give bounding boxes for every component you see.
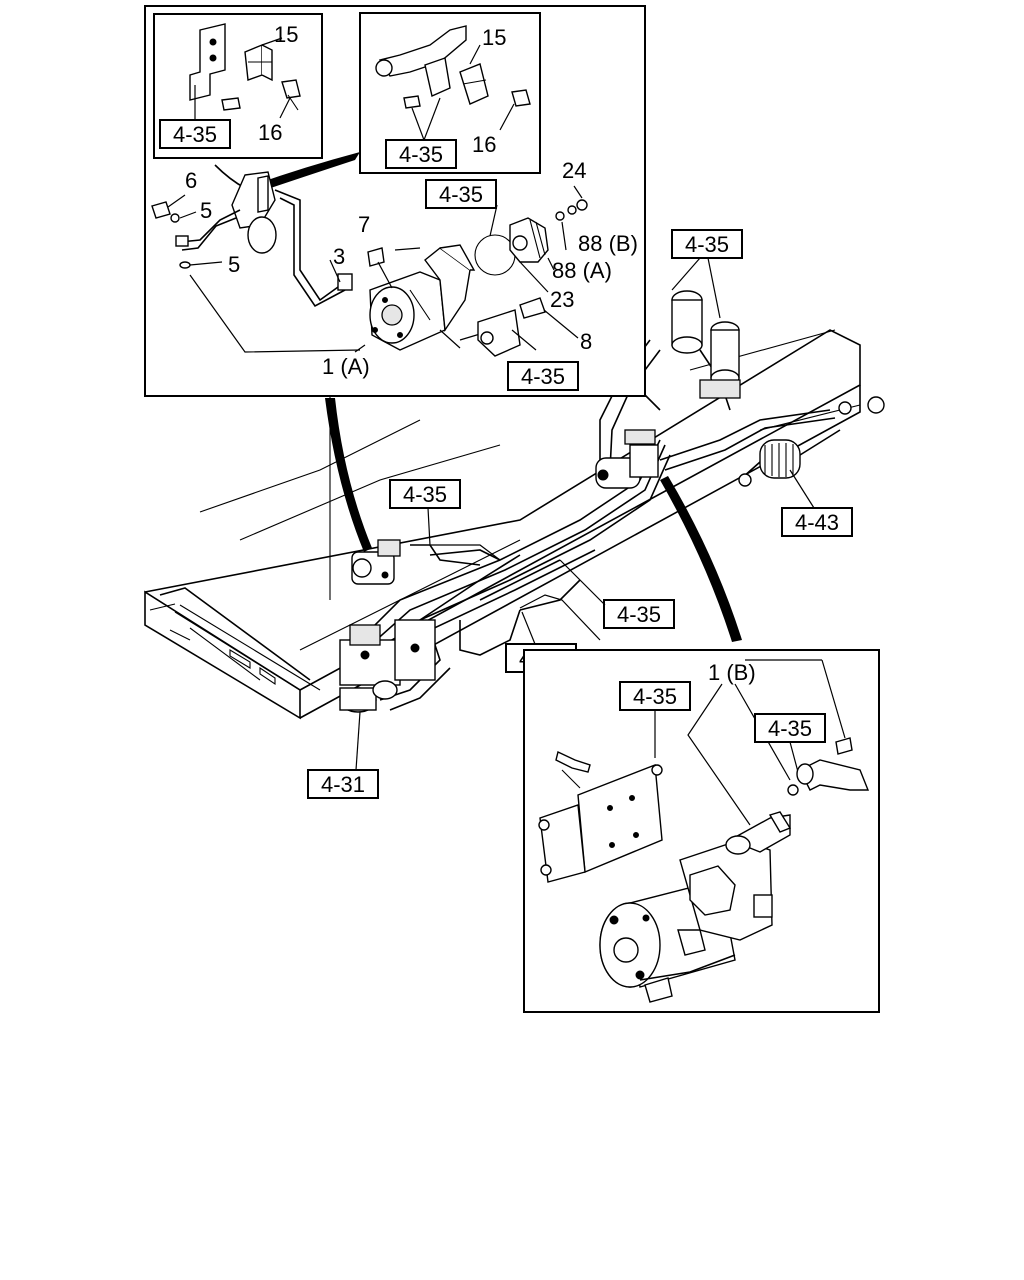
leader-low-center: [559, 559, 606, 606]
part-16-b: 16: [472, 132, 496, 157]
part-6: 6: [185, 168, 197, 193]
part-88a: 88 (A): [552, 258, 612, 283]
ref-low-center: 4-35: [617, 602, 661, 627]
ref-box-bottom-31: [307, 769, 379, 799]
ref-box-right-43: [781, 507, 853, 537]
leader-right-top-a: [671, 257, 701, 291]
chassis-frame: [144, 329, 861, 720]
ref-right-top: 4-35: [685, 232, 729, 257]
part-5-b: 5: [228, 252, 240, 277]
leader-center: [427, 507, 501, 561]
pointer-arrow-lower: [660, 476, 742, 642]
ref-top-left: 4-35: [633, 684, 677, 709]
brake-chamber: [738, 429, 841, 487]
air-dryer-unit: [599, 737, 870, 1003]
ref-box-right-top: [671, 229, 743, 259]
part-8: 8: [580, 329, 592, 354]
ref-box-pump-bracket: [507, 361, 579, 391]
part-16-a: 16: [258, 120, 282, 145]
gear-parts: [474, 185, 588, 293]
part-15-b: 15: [482, 25, 506, 50]
leader-inset-low-b: [789, 741, 799, 773]
pointer-arrow-upper: [325, 398, 372, 552]
leader-86: [519, 594, 601, 641]
mounting-bracket: [538, 751, 663, 883]
part-7: 7: [358, 212, 370, 237]
ref-bottom-31: 4-31: [321, 772, 365, 797]
callout-arrow-b: [245, 152, 360, 195]
part-1a: 1 (A): [322, 354, 370, 379]
pipe-bracket: [477, 297, 579, 357]
leader-1b-a: [687, 683, 751, 826]
ref-box-inset-right: [385, 139, 457, 169]
ref-mid-clamp: 4-35: [439, 182, 483, 207]
ref-center: 4-35: [403, 482, 447, 507]
part-24: 24: [562, 158, 586, 183]
ref-box-center: [389, 479, 461, 509]
compressor-bracket: [151, 171, 361, 353]
ref-inset-left: 4-35: [173, 122, 217, 147]
air-dryer-assembly: [339, 619, 436, 713]
leader-right-43: [789, 469, 815, 509]
small-compressor: [351, 539, 401, 585]
part-88b: 88 (B): [578, 231, 638, 256]
part-1b: 1 (B): [708, 660, 756, 685]
part-5-a: 5: [200, 198, 212, 223]
ref-box-inset-low-a: [619, 681, 691, 711]
ref-pump-bracket: 4-35: [521, 364, 565, 389]
part-15-a: 15: [274, 22, 298, 47]
ref-inset-right: 4-35: [399, 142, 443, 167]
part-3: 3: [333, 244, 345, 269]
ref-box-inset-left: [159, 119, 231, 149]
part-23: 23: [550, 287, 574, 312]
ref-right-43: 4-43: [795, 510, 839, 535]
leader-1b-c: [821, 659, 846, 739]
leader-bottom-31: [355, 711, 361, 771]
clamp-b-drawing: [375, 25, 531, 141]
clamp-a-drawing: [189, 23, 301, 120]
leader-right-top-b: [707, 257, 721, 319]
ref-box-low-center: [603, 599, 675, 629]
air-compressor: [354, 244, 501, 353]
leader-low-left: [521, 611, 536, 645]
ref-box-mid-clamp: [425, 179, 497, 209]
modulator-valve: [595, 429, 659, 489]
relay-valves: [671, 290, 885, 415]
ref-top-right: 4-35: [768, 716, 812, 741]
